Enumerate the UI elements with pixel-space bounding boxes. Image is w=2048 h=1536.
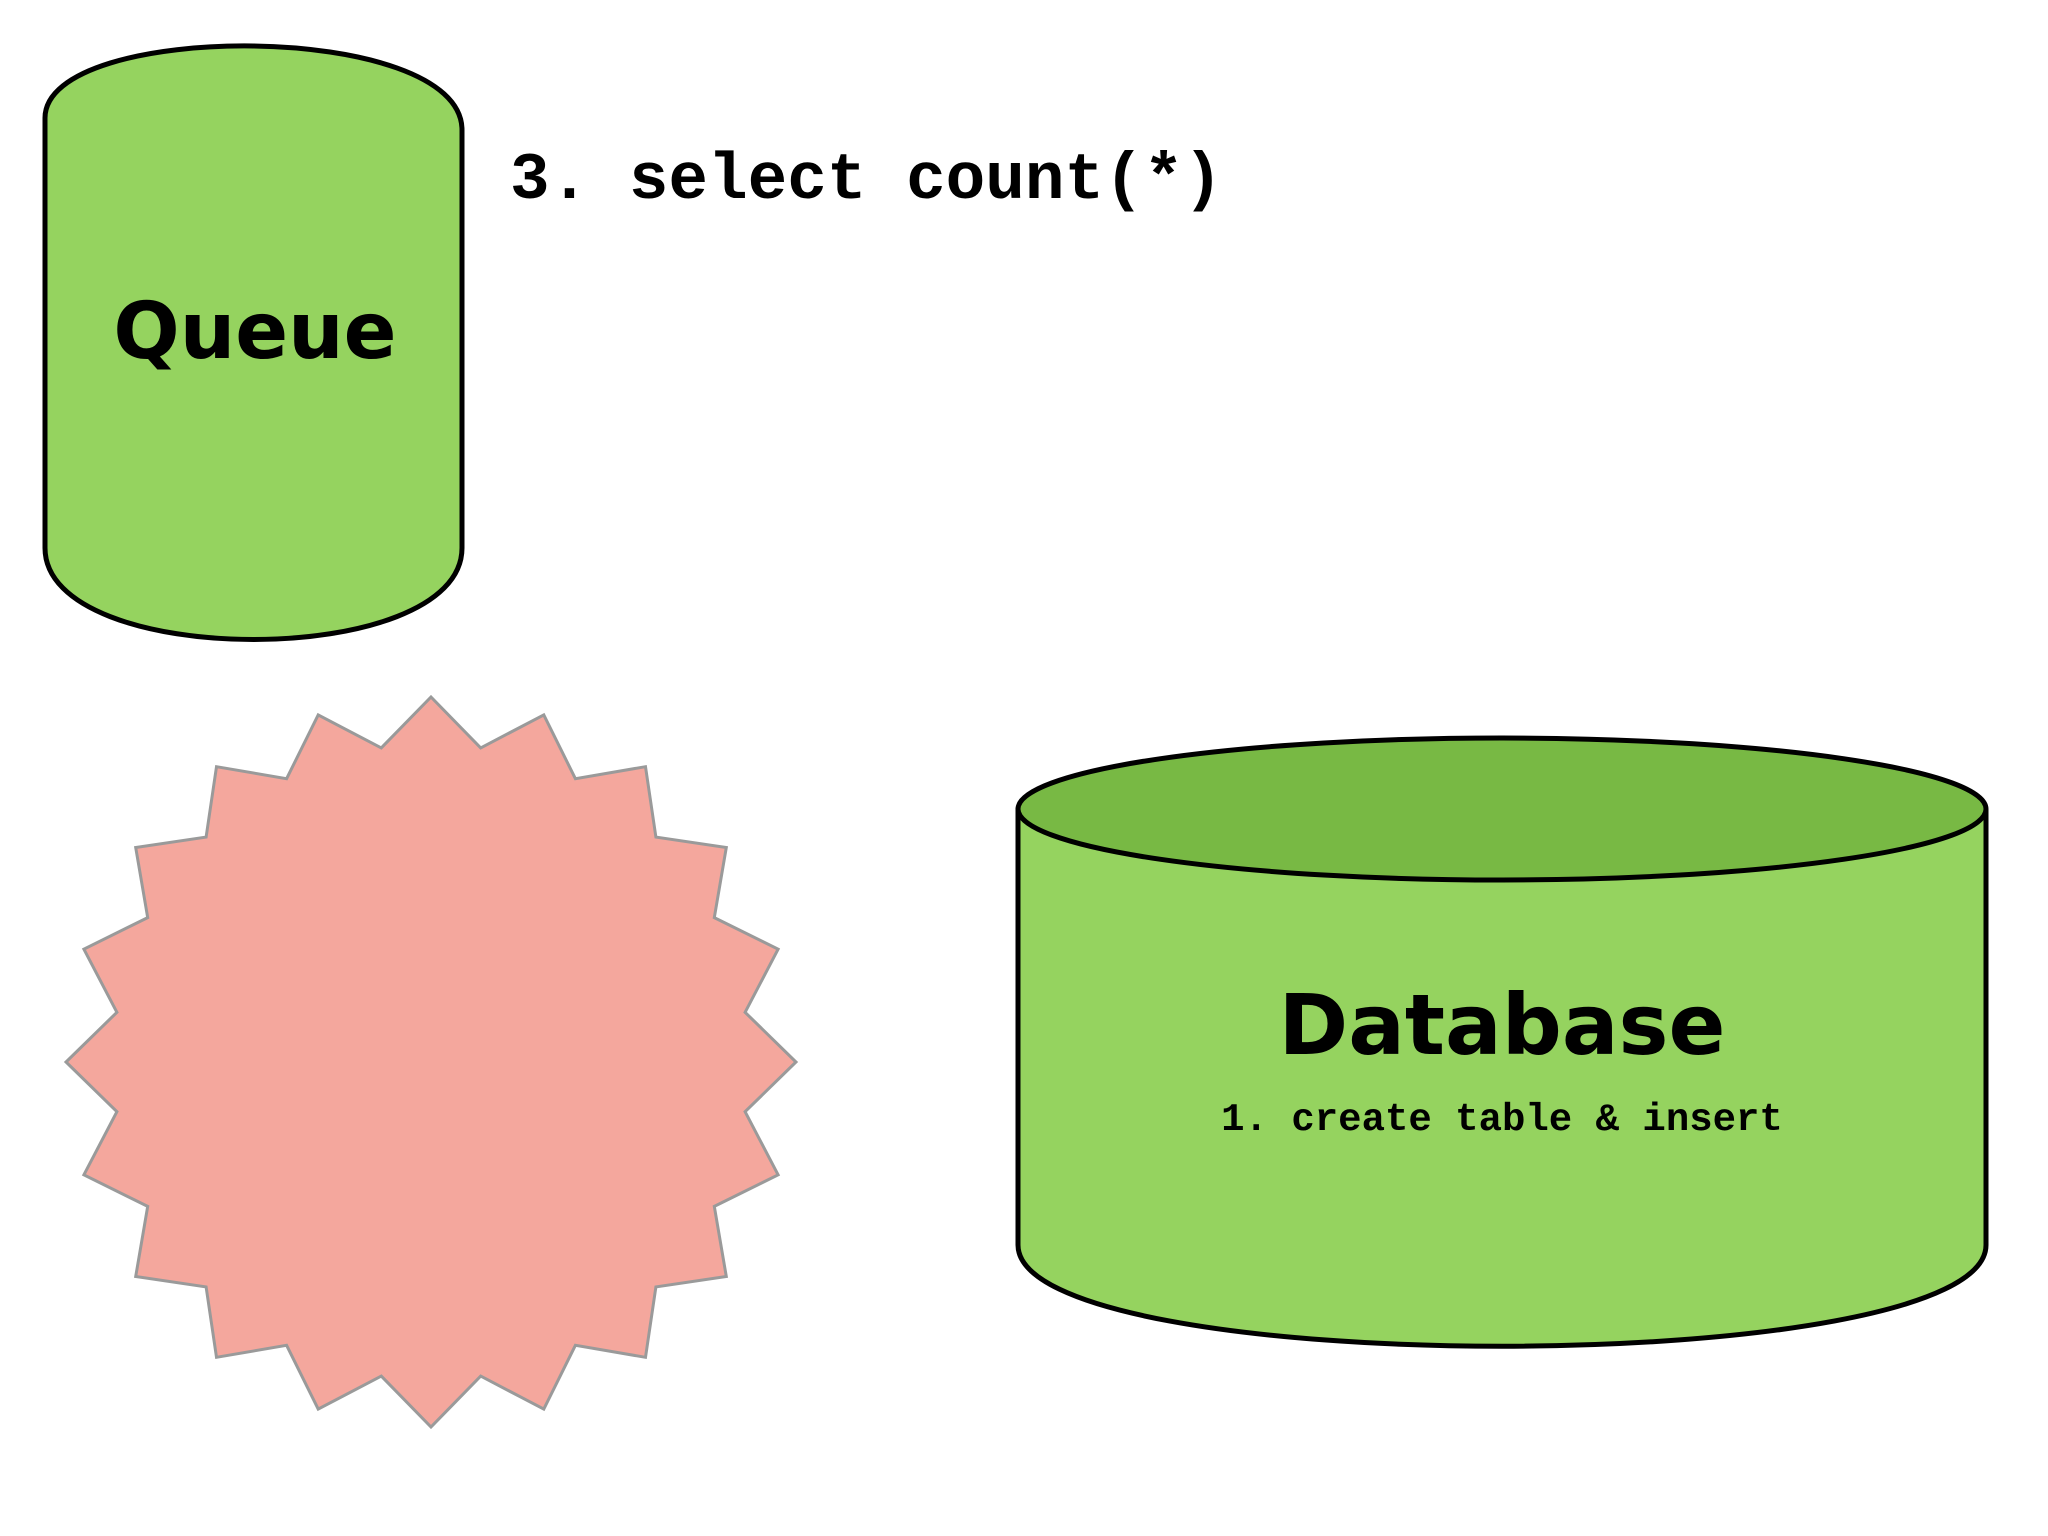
database-cylinder: Database 1. create table & insert [1015,735,1989,1349]
step-3-annotation: 3. select count(*) [510,143,1223,218]
database-cylinder-top [1015,735,1989,883]
queue-label: Queue [113,287,396,377]
burst-shape [63,694,799,1430]
queue-cylinder: Queue [42,43,465,642]
database-cylinder-body [1015,807,1989,1349]
database-label: Database [1278,976,1725,1074]
database-sublabel: 1. create table & insert [1221,1098,1783,1142]
queue-cylinder-body [42,43,465,642]
